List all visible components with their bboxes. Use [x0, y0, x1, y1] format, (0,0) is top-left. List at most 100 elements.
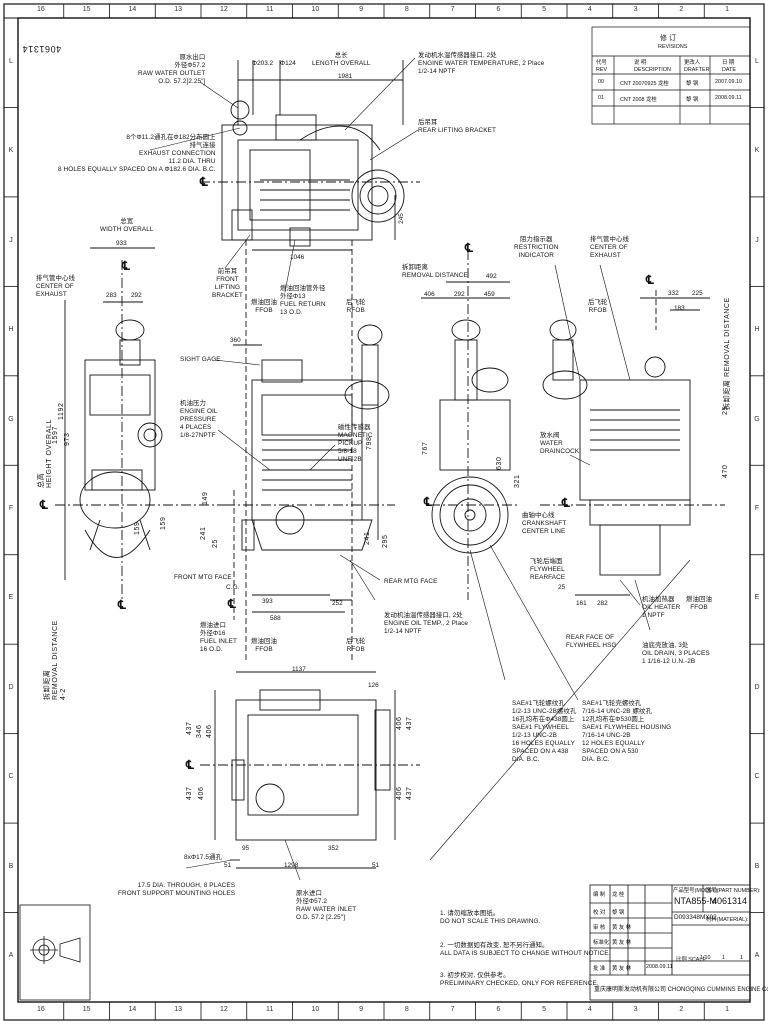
dimension-973: 973: [64, 432, 71, 446]
dimension-406-d: 406: [396, 786, 403, 800]
side-view: [225, 324, 395, 620]
title-role: 编 制: [593, 892, 606, 898]
ffob-label-right: 燃油回油 FFOB: [686, 596, 712, 611]
centerline-mark: ℄: [465, 241, 473, 255]
revision-title: 修 订: [660, 35, 676, 42]
dimension-203: Φ203.2: [252, 60, 274, 67]
title-name: 黄 友 林: [612, 940, 632, 946]
revision-desc: CNT 20070925 龙桂: [620, 81, 669, 87]
engine-oil-pressure-label: 机油压力 ENGINE OIL PRESSURE 4 PLACES 1/8-27…: [180, 400, 218, 439]
width-overall-label: 总宽 WIDTH OVERALL: [100, 218, 154, 233]
length-overall-value: 1981: [338, 73, 353, 80]
zone-marker: C: [8, 773, 14, 781]
dimension-51-left: 51: [224, 862, 232, 869]
revision-subtitle: REVISIONS: [658, 44, 688, 50]
dimension-470: 470: [722, 464, 729, 478]
revision-rev: 00: [598, 79, 604, 85]
zone-marker: F: [8, 505, 14, 512]
front-lifting-bracket-label: 前吊耳 FRONT LIFTING BRACKET: [212, 268, 243, 299]
centerline-mark: ℄: [228, 597, 236, 611]
raw-water-inlet-label: 原水进口 外径Φ57.2 RAW WATER INLET O.D. 57.2 […: [296, 890, 357, 921]
length-overall-label: 总长 LENGTH OVERALL: [312, 52, 371, 67]
zone-marker: B: [8, 862, 14, 870]
zone-marker: 6: [496, 6, 501, 13]
dimension-406-b: 406: [198, 786, 205, 800]
sae1-flywheel-housing-label: SAE#1飞轮壳螺纹孔 7/16-14 UNC-2B 螺纹孔 12孔均布在Φ53…: [582, 700, 672, 763]
zone-marker: 15: [82, 6, 91, 13]
zone-marker: H: [754, 326, 760, 334]
dimension-798: 798: [366, 436, 373, 450]
rear-view: [421, 250, 520, 600]
revision-date: 2008.09.11: [715, 95, 742, 101]
rear-face-flywheel-hsg-label: REAR FACE OF FLYWHEEL HSG: [566, 634, 617, 649]
zone-marker: 6: [496, 1006, 501, 1013]
rear-mtg-face-label: REAR MTG FACE: [384, 578, 438, 585]
zone-marker: L: [9, 57, 13, 65]
title-name: 龙 桂: [612, 892, 625, 898]
zone-marker: 11: [265, 6, 274, 13]
zone-marker: 1: [725, 6, 730, 13]
centerline-mark: ℄: [200, 175, 208, 189]
title-name: 黄 友 林: [612, 925, 632, 931]
right-side-view: [540, 290, 725, 596]
dimension-25: 25: [212, 539, 219, 548]
mounting-holes-note: 8xΦ17.5通孔: [184, 854, 222, 861]
centerline-mark: ℄: [186, 758, 194, 772]
title-part-number: 4061314: [712, 896, 748, 906]
centerline-mark: ℄: [40, 498, 48, 512]
zone-marker: E: [8, 594, 14, 602]
note-preliminary: 3. 初步校对, 仅供参考。 PRELIMINARY CHECKED, ONLY…: [440, 972, 599, 987]
title-name: 黎 钢: [612, 910, 625, 916]
title-material-label: 材料(MATERIAL):: [706, 917, 749, 923]
title-scale-label: 比例 SCALE: [676, 957, 706, 963]
revision-desc: CNT 2008 龙桂: [620, 97, 657, 103]
title-model-label: 产品型号(MODEL):: [673, 888, 719, 894]
dimension-406-rear: 406: [424, 291, 435, 298]
zone-marker: K: [754, 147, 760, 155]
dimension-332: 332: [668, 290, 679, 297]
zone-marker: 12: [219, 1006, 228, 1013]
dimension-352: 352: [328, 845, 339, 852]
zone-marker: A: [754, 952, 760, 960]
zone-marker: G: [754, 415, 760, 423]
engine-oil-temp-label: 发动机油温传感器接口, 2处 ENGINE OIL TEMP., 2 Place…: [384, 612, 469, 635]
zone-marker: 14: [128, 6, 137, 13]
dimension-360: 360: [230, 337, 241, 344]
title-date: 2008.09.11: [646, 964, 673, 970]
dimension-241-right: 241: [364, 531, 371, 545]
zone-marker: J: [755, 236, 759, 244]
cg-label: C.G.: [226, 584, 240, 591]
removal-distance-left-label: 拆卸距离 REMOVAL DISTANCE 4-2: [44, 620, 67, 700]
zone-marker: 5: [542, 1006, 547, 1013]
dimension-126: 126: [368, 682, 379, 689]
dimension-25-right: 25: [722, 406, 729, 415]
zone-marker: 16: [36, 6, 45, 13]
zone-marker: H: [8, 326, 14, 334]
ffob-label-top: 燃油回油 FFOB: [251, 299, 277, 314]
projection-symbol: [19, 904, 91, 1001]
magnetic-pickup-label: 磁性传感器 MAGNETIC PICKUP 5/8-18 UNF-2B: [338, 424, 373, 463]
zone-marker: 12: [219, 6, 228, 13]
revision-header-drafter: 更改人 DRAFTER: [684, 60, 710, 73]
center-of-exhaust-right-label: 排气管中心线 CENTER OF EXHAUST: [590, 236, 629, 259]
raw-water-outlet-label: 原水出口 外径Φ57.2 RAW WATER OUTLET O.D. 57.2[…: [138, 54, 206, 85]
title-sheets: 1: [740, 955, 743, 961]
dimension-437-d: 437: [406, 786, 413, 800]
dimension-588: 588: [270, 615, 281, 622]
title-sheet: 1: [722, 955, 725, 961]
title-scale: 1/10: [700, 955, 711, 961]
dimension-1192: 1192: [58, 402, 65, 420]
centerline-mark: ℄: [646, 273, 654, 287]
zone-marker: 2: [679, 1006, 684, 1013]
dimension-492: 492: [486, 273, 497, 280]
zone-marker: 3: [633, 1006, 638, 1013]
rfob-label-top: 后飞轮 RFOB: [346, 299, 366, 314]
zone-marker: 8: [404, 1006, 409, 1013]
zone-marker: 10: [311, 6, 320, 13]
removal-distance-right-label: 拆卸距离 REMOVAL DISTANCE: [724, 297, 731, 410]
bottom-view: [200, 671, 420, 869]
dimension-767: 767: [422, 441, 429, 455]
dimension-183: 183: [674, 305, 685, 312]
dimension-459: 459: [484, 291, 495, 298]
